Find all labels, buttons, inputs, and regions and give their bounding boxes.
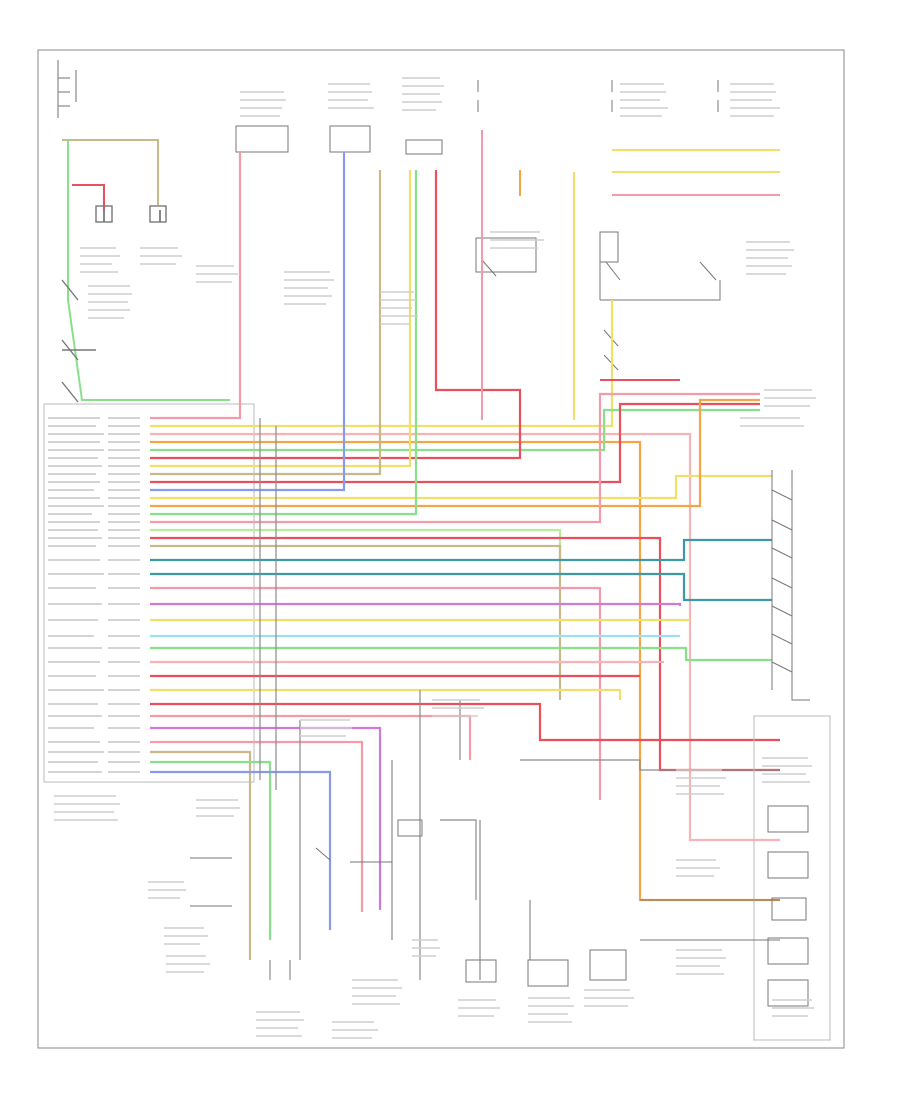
component-label-marks bbox=[54, 77, 816, 1039]
right-feeds bbox=[481, 130, 780, 420]
transmission-block bbox=[753, 715, 831, 1041]
bottom-components bbox=[190, 819, 780, 987]
top-left-switch-group bbox=[57, 60, 230, 403]
pcm-wires bbox=[150, 152, 780, 960]
diagram-border bbox=[37, 49, 845, 1049]
top-components bbox=[235, 80, 721, 371]
label-marks bbox=[48, 417, 140, 773]
pcm-connector-block bbox=[43, 403, 255, 783]
range-sensor-ladder bbox=[771, 470, 810, 701]
ground-wires bbox=[259, 418, 780, 980]
